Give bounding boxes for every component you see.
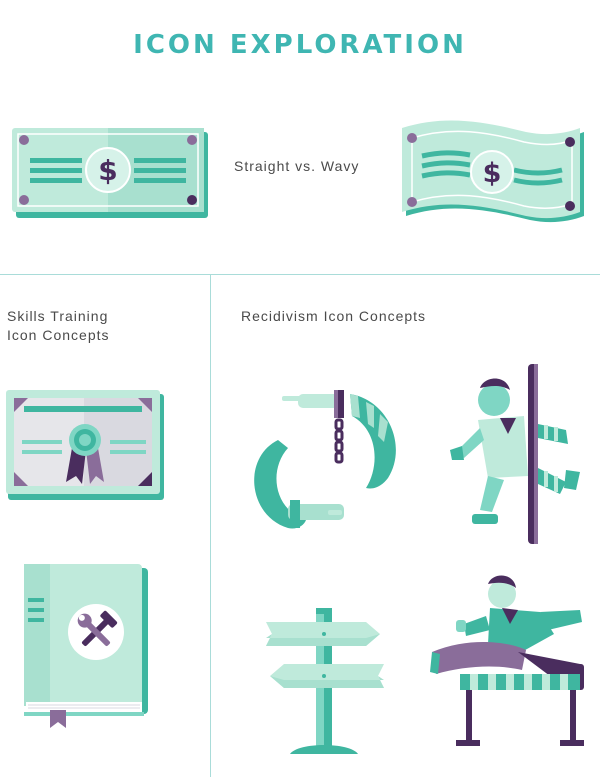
runner-through-bar-icon [450, 364, 580, 544]
svg-text:$: $ [483, 158, 502, 189]
cycle-hands-icon [254, 390, 396, 529]
skills-label-line1: Skills Training [7, 308, 109, 324]
signpost-icon [266, 608, 384, 754]
tool-book-icon [24, 564, 148, 728]
horizontal-divider [0, 274, 600, 275]
certificate-icon [6, 390, 164, 500]
comparison-label: Straight vs. Wavy [234, 158, 360, 174]
vertical-divider [210, 274, 211, 777]
skills-label-line2: Icon Concepts [7, 327, 110, 343]
straight-dollar-bill-icon: $ [12, 128, 208, 218]
wavy-dollar-bill-icon: $ [402, 120, 584, 223]
page-title: ICON EXPLORATION [133, 30, 467, 60]
svg-text:$: $ [98, 154, 117, 187]
recidivism-section-label: Recidivism Icon Concepts [241, 308, 427, 324]
skills-section-label: Skills Training Icon Concepts [7, 307, 110, 345]
hurdle-jumper-icon [430, 575, 584, 746]
